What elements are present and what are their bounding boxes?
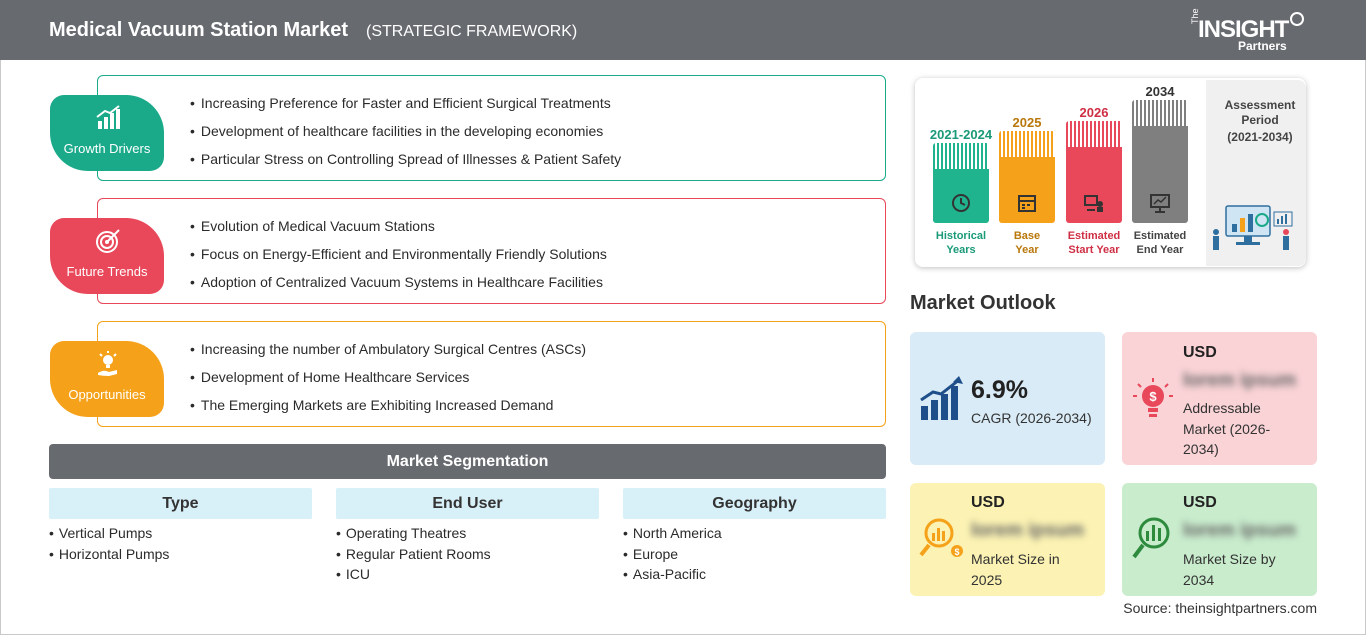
- market-size-2034-card: USD lorem ipsum Market Size by 2034: [1122, 483, 1317, 596]
- list-item: Operating Theatres: [336, 525, 599, 546]
- timeline-year: 2034: [1145, 84, 1175, 99]
- history-clock-icon: [952, 194, 970, 212]
- dollar-bulb-icon: $: [1133, 378, 1173, 417]
- list-item: Horizontal Pumps: [49, 546, 312, 567]
- list-item: Increasing the number of Ambulatory Surg…: [190, 341, 586, 369]
- list-item: ICU: [336, 566, 599, 587]
- size-2034-usd: USD: [1183, 494, 1217, 511]
- segment-type: Type Vertical Pumps Horizontal Pumps: [49, 488, 312, 566]
- timeline-year: 2025: [1012, 115, 1042, 130]
- timeline-bar: [1132, 100, 1188, 223]
- growth-drivers-badge: Growth Drivers: [50, 95, 164, 171]
- list-item: Development of healthcare facilities in …: [190, 123, 621, 151]
- growth-chart-icon: [96, 105, 120, 129]
- magnifier-chart-icon: [1132, 517, 1170, 559]
- list-item: Europe: [623, 546, 886, 567]
- page-title: Medical Vacuum Station Market: [49, 19, 348, 41]
- growth-bars-icon: [920, 376, 963, 420]
- market-segmentation-header: Market Segmentation: [49, 444, 886, 479]
- addressable-label: Addressable Market (2026-2034): [1183, 400, 1271, 457]
- opportunities-label: Opportunities: [68, 387, 146, 402]
- logo-partners: Partners: [1238, 39, 1287, 53]
- cagr-card: 6.9% CAGR (2026-2034): [910, 332, 1105, 465]
- list-item: Development of Home Healthcare Services: [190, 369, 586, 397]
- logo-bulb-icon: [1290, 12, 1304, 26]
- addressable-value: lorem ipsum: [1183, 370, 1296, 391]
- header-bar: Medical Vacuum Station Market (STRATEGIC…: [0, 0, 1366, 60]
- list-item: The Emerging Markets are Exhibiting Incr…: [190, 397, 586, 425]
- calendar-icon: [1018, 195, 1036, 212]
- opportunities-box: Increasing the number of Ambulatory Surg…: [97, 321, 886, 427]
- target-icon: [96, 229, 120, 253]
- list-item: Adoption of Centralized Vacuum Systems i…: [190, 274, 607, 302]
- page-subtitle: (STRATEGIC FRAMEWORK): [366, 23, 578, 40]
- list-item: Vertical Pumps: [49, 525, 312, 546]
- opportunities-list: Increasing the number of Ambulatory Surg…: [190, 341, 586, 425]
- source-text[interactable]: Source: theinsightpartners.com: [1123, 600, 1317, 616]
- logo-insight: INSIGHT: [1198, 16, 1289, 43]
- list-item: Particular Stress on Controlling Spread …: [190, 151, 621, 179]
- list-item: Focus on Energy-Efficient and Environmen…: [190, 246, 607, 274]
- timeline-bar: [933, 143, 989, 223]
- growth-drivers-list: Increasing Preference for Faster and Eff…: [190, 95, 621, 179]
- timeline-year: 2021-2024: [929, 127, 993, 142]
- size-2034-label: Market Size by 2034: [1183, 551, 1276, 588]
- list-item: Regular Patient Rooms: [336, 546, 599, 567]
- segment-end-user-head: End User: [336, 488, 599, 519]
- cagr-value: 6.9%: [971, 376, 1028, 404]
- market-outlook-title: Market Outlook: [910, 292, 1056, 314]
- assessment-line2: Period: [1241, 113, 1279, 127]
- magnifier-dollar-icon: $: [919, 518, 963, 557]
- future-trends-list: Evolution of Medical Vacuum Stations Foc…: [190, 218, 607, 302]
- future-trends-box: Evolution of Medical Vacuum Stations Foc…: [97, 198, 886, 304]
- assessment-line1: Assessment: [1224, 98, 1296, 112]
- insight-partners-logo[interactable]: The INSIGHT Partners: [1190, 8, 1310, 54]
- analytics-illustration-icon: [1213, 205, 1293, 250]
- list-item: Evolution of Medical Vacuum Stations: [190, 218, 607, 246]
- future-trends-label: Future Trends: [66, 264, 148, 279]
- future-trends-badge: Future Trends: [50, 218, 164, 294]
- growth-drivers-box: Increasing Preference for Faster and Eff…: [97, 75, 886, 181]
- svg-text:$: $: [1149, 389, 1157, 404]
- size-2025-value: lorem ipsum: [971, 520, 1084, 541]
- size-2034-value: lorem ipsum: [1183, 520, 1296, 541]
- timeline-year: 2026: [1079, 105, 1109, 120]
- size-2025-label: Market Size in 2025: [971, 551, 1060, 588]
- list-item: North America: [623, 525, 886, 546]
- size-2025-usd: USD: [971, 494, 1005, 511]
- addressable-market-card: $ USD lorem ipsum Addressable Market (20…: [1122, 332, 1317, 465]
- growth-drivers-label: Growth Drivers: [63, 141, 151, 156]
- presentation-icon: [1084, 195, 1103, 212]
- timeline-bar: [999, 131, 1055, 223]
- segment-type-head: Type: [49, 488, 312, 519]
- svg-text:$: $: [954, 547, 959, 557]
- assessment-line3: (2021-2034): [1227, 130, 1293, 144]
- segment-end-user: End User Operating Theatres Regular Pati…: [336, 488, 599, 587]
- assessment-period: Assessment Period (2021-2034): [1210, 98, 1310, 145]
- segment-geography: Geography North America Europe Asia-Paci…: [623, 488, 886, 587]
- list-item: Increasing Preference for Faster and Eff…: [190, 95, 621, 123]
- cagr-label: CAGR (2026-2034): [971, 410, 1092, 426]
- lightbulb-hand-icon: [98, 351, 117, 376]
- monitor-chart-icon: [1150, 194, 1170, 213]
- list-item: Asia-Pacific: [623, 566, 886, 587]
- addressable-usd: USD: [1183, 344, 1217, 361]
- opportunities-badge: Opportunities: [50, 341, 164, 417]
- segment-geography-head: Geography: [623, 488, 886, 519]
- market-size-2025-card: $ USD lorem ipsum Market Size in 2025: [910, 483, 1105, 596]
